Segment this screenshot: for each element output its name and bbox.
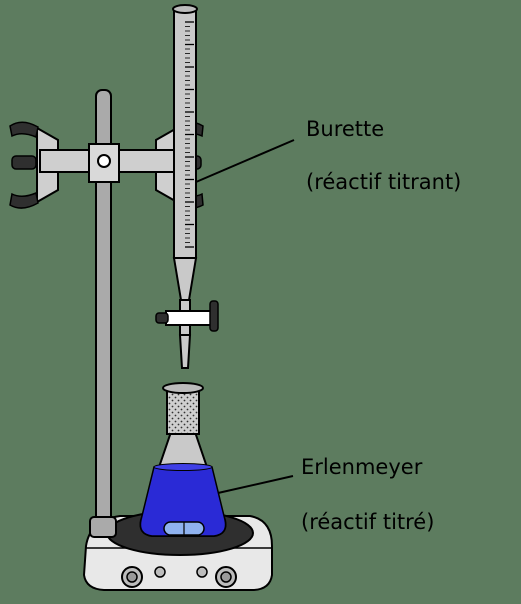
burette-label: Burette — [306, 117, 385, 141]
erlenmeyer-flask — [139, 382, 227, 537]
knob-icon — [121, 566, 143, 588]
erlenmeyer-leader-line — [217, 475, 294, 494]
burette-sublabel: (réactif titrant) — [306, 170, 462, 194]
stir-bar-icon — [163, 521, 205, 536]
stand-rod — [89, 89, 117, 538]
burette-leader-line — [195, 139, 295, 183]
liquid — [139, 466, 227, 537]
knob-icon — [215, 566, 237, 588]
indicator-light — [196, 566, 208, 578]
rod-base-clamp — [89, 516, 117, 538]
burette-graduations — [185, 21, 194, 248]
indicator-light — [154, 566, 166, 578]
erlenmeyer-label: Erlenmeyer — [301, 455, 423, 479]
stopcock-icon — [155, 300, 219, 332]
erlenmeyer-sublabel: (réactif titré) — [301, 510, 435, 534]
clamp-icon — [9, 121, 204, 209]
